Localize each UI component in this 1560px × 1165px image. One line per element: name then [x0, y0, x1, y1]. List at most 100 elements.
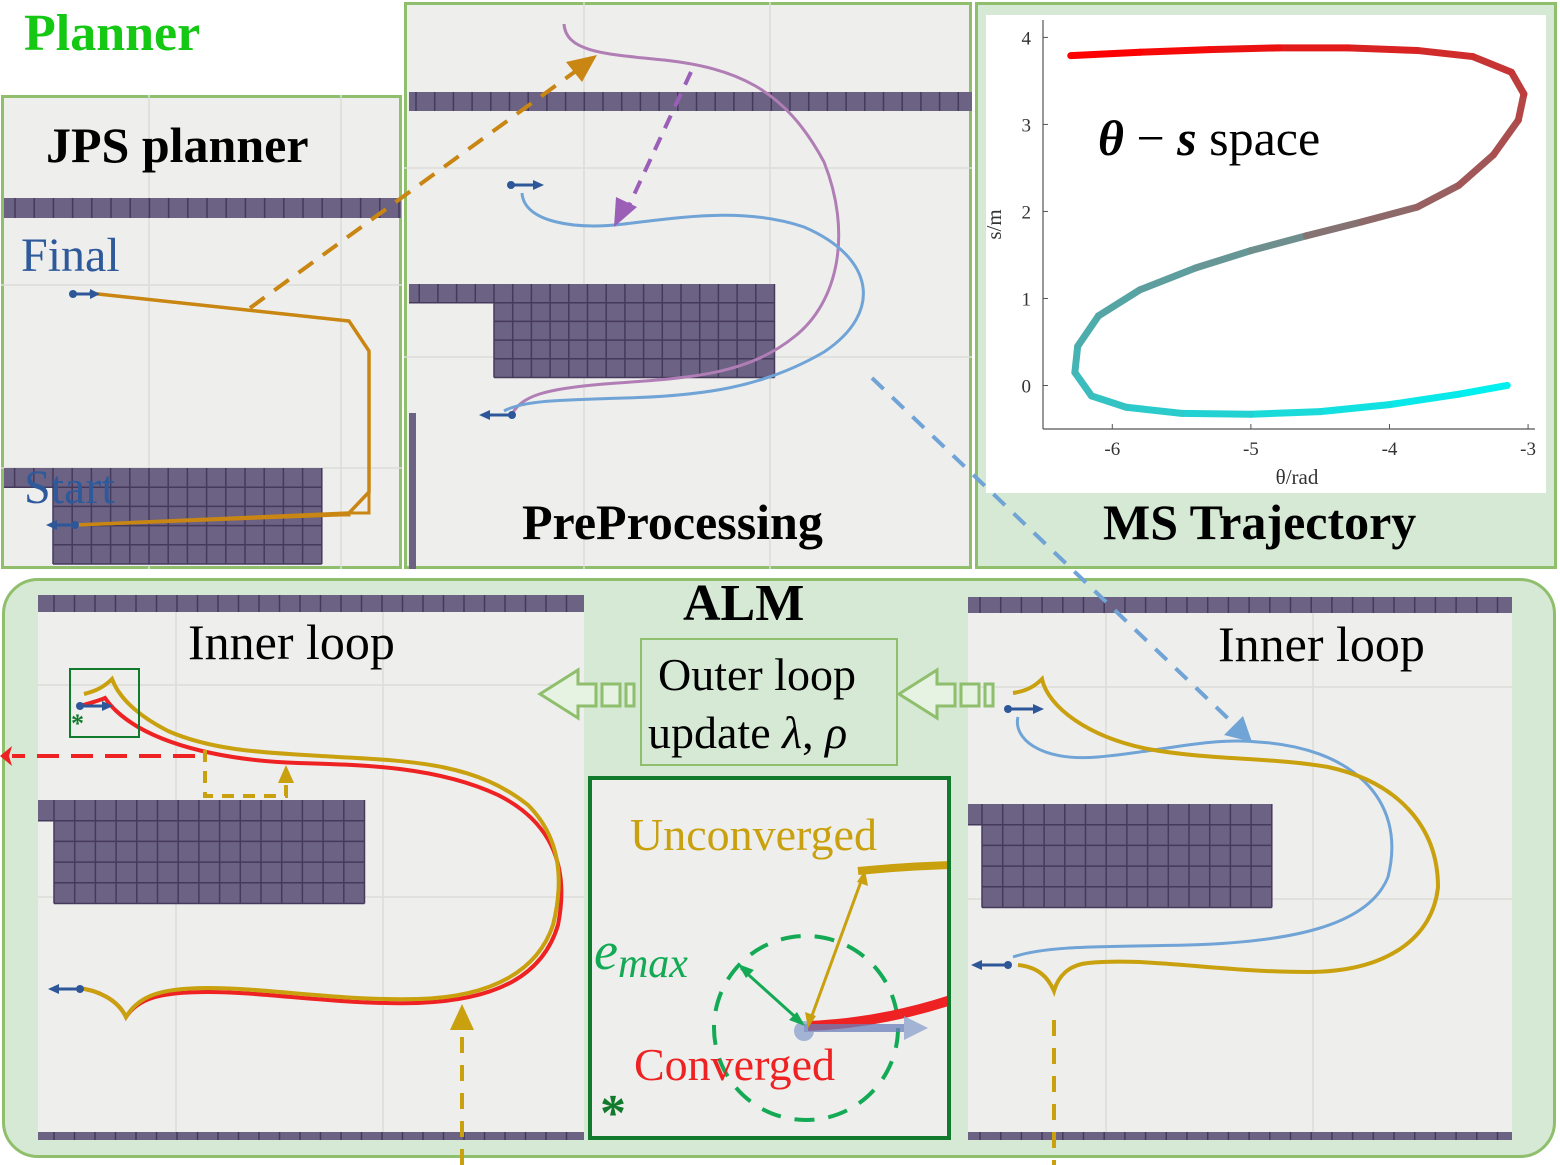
zoom-marker: *: [600, 1085, 626, 1140]
start-pose-arrow-icon: [46, 520, 79, 530]
y-tick-label: 4: [1022, 28, 1032, 49]
trajectory-segment: [1071, 342, 1082, 376]
zoom-marker-left: *: [71, 709, 84, 738]
unconverged-label: Unconverged: [630, 809, 877, 860]
y-axis-label: s/m: [982, 209, 1006, 239]
y-tick-label: 2: [1022, 202, 1032, 223]
s-symbol: s: [1177, 110, 1197, 166]
obstacle-wall-left: [409, 413, 416, 569]
converged-label: Converged: [634, 1039, 836, 1090]
rho-symbol: ρ: [825, 707, 848, 758]
emax-subscript: max: [617, 941, 688, 987]
outer-loop-box: Outer loop update λ, ρ: [640, 638, 898, 766]
trajectory-segment: [1413, 181, 1463, 211]
trajectory-segment: [1455, 381, 1511, 398]
start-pose-arrow-icon: [479, 410, 516, 420]
param-separator: ,: [802, 707, 814, 758]
inner-loop-right-label: Inner loop: [1218, 616, 1425, 672]
obstacle-wall-bottom: [968, 1132, 1512, 1140]
preprocessed-path-blue: [1012, 716, 1394, 959]
emax-double-arrow-icon: [738, 964, 805, 1026]
obstacle-wall-top: [968, 597, 1512, 613]
alm-title: ALM: [683, 575, 805, 632]
obstacle-wall-bottom: [38, 1132, 584, 1140]
start-label: Start: [24, 461, 115, 514]
yellow-dashed-feedback-arrow-icon: [203, 750, 294, 798]
inner-loop-right-map: [968, 597, 1512, 1140]
goal-pose-arrow-icon: [1004, 704, 1044, 714]
trajectory-segment: [1067, 48, 1144, 60]
preprocessing-panel: PreProcessing: [404, 2, 972, 569]
theta-s-annotation: θ − s space: [1098, 109, 1320, 167]
final-pose-arrow-icon: [69, 289, 100, 299]
start-pose-arrow-icon: [971, 960, 1012, 970]
x-tick-label: -5: [1243, 439, 1259, 460]
trajectory-segment: [1469, 53, 1515, 76]
convergence-detail-box: Unconverged Converged emax *: [588, 776, 951, 1140]
obstacle-block: [968, 804, 1273, 909]
preprocessing-map: [404, 2, 972, 569]
jps-planner-panel: JPS planner Final Start: [1, 95, 402, 569]
trajectory-segment: [1094, 286, 1144, 320]
trajectory-segment: [1455, 151, 1497, 189]
start-pose-arrow-icon: [48, 984, 84, 994]
convergence-diagram: [712, 861, 947, 1122]
final-label: Final: [21, 229, 120, 282]
purple-dashed-arrow-icon: [614, 71, 693, 227]
preprocessing-panel-title: PreProcessing: [522, 494, 823, 550]
inner-loop-left-panel: Inner loop *: [38, 595, 584, 1140]
trajectory-segment: [1413, 46, 1477, 61]
trajectory-segment: [1358, 203, 1421, 226]
y-tick-label: 0: [1022, 376, 1032, 397]
trajectory-segment: [1247, 408, 1324, 418]
trajectory-segment: [1344, 44, 1421, 54]
space-word: space: [1209, 110, 1321, 166]
outer-loop-line2: update λ, ρ: [648, 706, 847, 759]
obstacle-wall-top: [409, 92, 972, 111]
obstacle-block: [38, 800, 366, 905]
theta-symbol: θ: [1098, 110, 1124, 166]
raw-path-purple: [510, 23, 841, 415]
emax-label: emax: [594, 920, 688, 988]
trajectory-segment: [1178, 409, 1255, 418]
x-axis-label: θ/rad: [1276, 465, 1319, 489]
trajectory-segment: [1088, 392, 1130, 411]
converged-segment: [807, 996, 947, 1031]
outer-to-left-arrow-icon: [537, 667, 636, 721]
planner-title: Planner: [24, 5, 201, 62]
trajectory-segment: [1489, 116, 1522, 159]
trajectory-segment: [1514, 90, 1528, 124]
trajectory-segment: [1071, 368, 1096, 400]
zoom-box: [69, 668, 140, 738]
minus-symbol: −: [1136, 110, 1165, 166]
trajectory-segment: [1385, 390, 1463, 409]
unconverged-path-yellow: [77, 675, 561, 1022]
inner-loop-left-map: [38, 595, 584, 1140]
trajectory-segment: [1136, 46, 1213, 56]
x-tick-label: -4: [1382, 439, 1398, 460]
obstacle-block: [409, 284, 776, 379]
trajectory-segment: [1302, 218, 1366, 240]
preprocessed-path-blue: [503, 192, 865, 413]
trajectory-segment: [1074, 312, 1102, 350]
red-dashed-output-arrow-icon: [0, 746, 195, 766]
jps-panel-title: JPS planner: [46, 117, 309, 173]
trajectory-segment: [1316, 401, 1393, 416]
outer-loop-line1: Outer loop: [658, 649, 857, 700]
trajectory-segment: [1136, 264, 1199, 294]
trajectory-segment: [1122, 403, 1186, 417]
emax-main: e: [594, 921, 618, 981]
update-word: update: [648, 707, 771, 758]
goal-pose-arrow-icon: [507, 180, 544, 190]
right-to-outer-arrow-icon: [896, 667, 995, 721]
lambda-symbol: λ: [782, 707, 803, 758]
obstacle-wall-top: [38, 595, 584, 612]
unconverged-segment: [857, 861, 947, 875]
trajectory-segment: [1247, 232, 1310, 255]
x-tick-label: -6: [1104, 439, 1120, 460]
inner-loop-right-panel: Inner loop: [968, 597, 1512, 1140]
goal-pose-arrow-icon: [76, 701, 113, 711]
trajectory-segment: [1191, 247, 1255, 272]
